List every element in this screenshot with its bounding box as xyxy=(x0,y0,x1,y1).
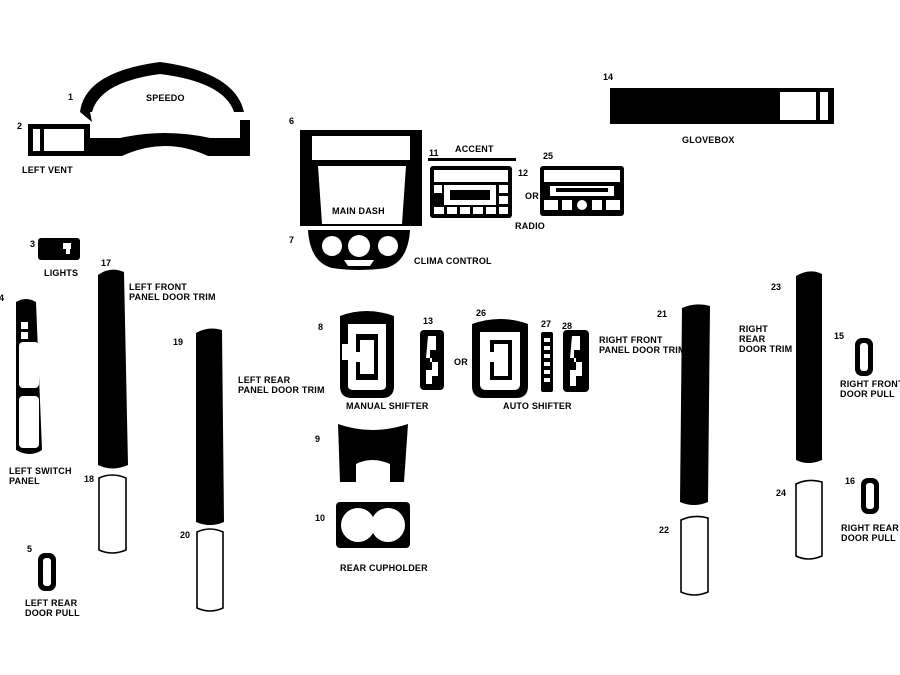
right-rear-door-trim-label-2: REAR xyxy=(739,334,766,344)
main-dash-number: 6 xyxy=(289,116,294,126)
right-front-door-pull-label-2: DOOR PULL xyxy=(840,389,895,399)
clima-control-label: CLIMA CONTROL xyxy=(414,256,492,266)
auto-shifter-number: 26 xyxy=(476,308,486,318)
clima-control-number: 7 xyxy=(289,235,294,245)
right-rear-door-pull-part xyxy=(861,478,879,514)
right-front-door-trim-part xyxy=(680,304,710,596)
manual-shifter-label: MANUAL SHIFTER xyxy=(346,401,429,411)
right-front-door-trim-label-2: PANEL DOOR TRIM xyxy=(599,345,686,355)
right-rear-door-pull-label-1: RIGHT REAR xyxy=(841,523,899,533)
radio-label: RADIO xyxy=(515,221,545,231)
right-rear-door-trim-label-3: DOOR TRIM xyxy=(739,344,792,354)
radio-b-part xyxy=(540,166,624,216)
right-front-door-pull-label-1: RIGHT FRONT xyxy=(840,379,900,389)
accent-number: 11 xyxy=(429,148,439,158)
speedo-number: 1 xyxy=(68,92,73,102)
main-dash-part xyxy=(300,130,422,226)
speedo-label: SPEEDO xyxy=(146,93,185,103)
left-front-door-trim-part xyxy=(98,269,128,554)
glovebox-number: 14 xyxy=(603,72,613,82)
right-front-door-trim-number: 21 xyxy=(657,309,667,319)
cupholder-upper-number: 9 xyxy=(315,434,320,444)
left-front-door-trim-label-1: LEFT FRONT xyxy=(129,282,187,292)
right-front-door-pull-part xyxy=(855,338,873,376)
auto-shifter-label: AUTO SHIFTER xyxy=(503,401,572,411)
glovebox-part xyxy=(610,88,834,124)
left-vent-label: LEFT VENT xyxy=(22,165,73,175)
auto-shifter-gate-part xyxy=(563,330,589,392)
shifter-13-number: 13 xyxy=(423,316,433,326)
left-rear-door-trim-number: 19 xyxy=(173,337,183,347)
auto-shifter-gate-number: 28 xyxy=(562,321,572,331)
auto-shifter-strip-part xyxy=(541,332,553,392)
accent-label: ACCENT xyxy=(455,144,494,154)
left-front-door-trim-number: 17 xyxy=(101,258,111,268)
right-rear-door-trim-lower-number: 24 xyxy=(776,488,786,498)
radio-b-number: 25 xyxy=(543,151,553,161)
main-dash-label: MAIN DASH xyxy=(332,206,385,216)
lights-label: LIGHTS xyxy=(44,268,78,278)
left-rear-door-trim-part xyxy=(196,328,224,612)
right-front-door-trim-label-1: RIGHT FRONT xyxy=(599,335,663,345)
left-rear-door-pull-part xyxy=(38,553,56,591)
left-switch-panel-number: 4 xyxy=(0,293,4,303)
right-front-door-pull-number: 15 xyxy=(834,331,844,341)
right-rear-door-trim-part xyxy=(795,271,823,560)
left-switch-panel-label-2: PANEL xyxy=(9,476,40,486)
right-rear-door-trim-label-1: RIGHT xyxy=(739,324,768,334)
speedo-part xyxy=(80,62,244,122)
left-front-door-trim-label-2: PANEL DOOR TRIM xyxy=(129,292,216,302)
manual-shifter-number: 8 xyxy=(318,322,323,332)
manual-shifter-part xyxy=(340,311,394,398)
left-rear-door-trim-label-2: PANEL DOOR TRIM xyxy=(238,385,325,395)
right-rear-door-pull-number: 16 xyxy=(845,476,855,486)
shifter-13-part xyxy=(420,330,444,390)
left-rear-door-pull-label-1: LEFT REAR xyxy=(25,598,78,608)
radio-a-number: 12 xyxy=(518,168,528,178)
auto-shifter-part xyxy=(472,319,528,398)
rear-cupholder-number: 10 xyxy=(315,513,325,523)
left-rear-door-trim-label-1: LEFT REAR xyxy=(238,375,291,385)
radio-or: OR xyxy=(525,191,539,201)
left-vent-number: 2 xyxy=(17,121,22,131)
rear-cupholder-part xyxy=(336,502,410,548)
lights-number: 3 xyxy=(30,239,35,249)
left-rear-door-trim-lower-number: 20 xyxy=(180,530,190,540)
right-rear-door-trim-number: 23 xyxy=(771,282,781,292)
left-vent-part xyxy=(28,120,250,156)
left-switch-panel-part xyxy=(16,299,42,454)
radio-a-part xyxy=(430,166,512,218)
right-rear-door-pull-label-2: DOOR PULL xyxy=(841,533,896,543)
left-rear-door-pull-label-2: DOOR PULL xyxy=(25,608,80,618)
cupholder-upper-part xyxy=(338,424,408,482)
rear-cupholder-label: REAR CUPHOLDER xyxy=(340,563,428,573)
auto-shifter-strip-number: 27 xyxy=(541,319,551,329)
right-front-door-trim-lower-number: 22 xyxy=(659,525,669,535)
accent-part xyxy=(428,158,516,161)
lights-part xyxy=(38,238,80,260)
left-front-door-trim-lower-number: 18 xyxy=(84,474,94,484)
left-rear-door-pull-number: 5 xyxy=(27,544,32,554)
left-switch-panel-label-1: LEFT SWITCH xyxy=(9,466,72,476)
clima-control-part xyxy=(308,230,410,270)
glovebox-label: GLOVEBOX xyxy=(682,135,735,145)
shifter-or: OR xyxy=(454,357,468,367)
